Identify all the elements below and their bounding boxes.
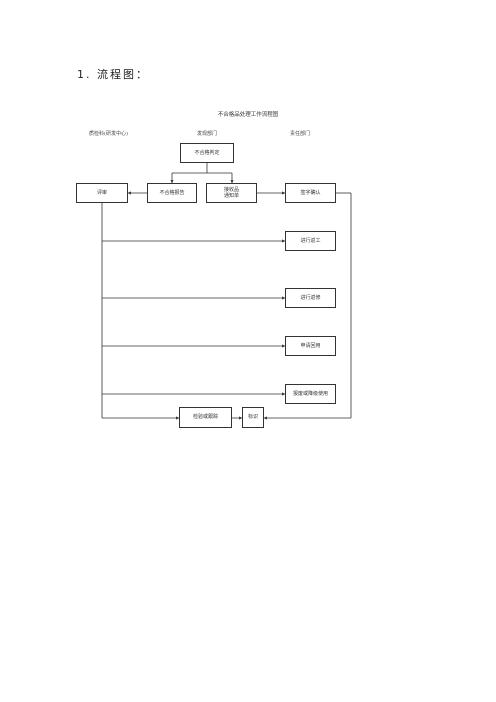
box-mark: 标识: [242, 407, 264, 428]
section-heading: 1. 流程图：: [77, 68, 149, 81]
column-label-responsible: 责任部门: [290, 131, 311, 137]
box-notice-line1: 接收品: [223, 186, 239, 193]
box-notice: 接收品 通知单: [206, 183, 257, 203]
box-review: 评审: [76, 183, 128, 203]
box-rework: 进行返工: [285, 231, 336, 251]
column-label-qc: 质检科(研发中心): [89, 131, 128, 137]
box-apply: 申请回用: [285, 336, 336, 356]
box-notice-line2: 通知单: [223, 193, 239, 199]
box-scrap: 报废或降级使用: [285, 384, 336, 404]
box-inspect: 检验或跟踪: [179, 407, 232, 428]
box-judge: 不合格判定: [180, 143, 234, 163]
flowchart-title: 不合格品处理工作流程图: [217, 112, 279, 118]
box-report: 不合格报告: [147, 183, 197, 203]
column-label-finder: 发现部门: [197, 131, 218, 137]
box-repair: 进行返修: [285, 288, 336, 308]
box-confirm: 签字确认: [285, 183, 336, 203]
